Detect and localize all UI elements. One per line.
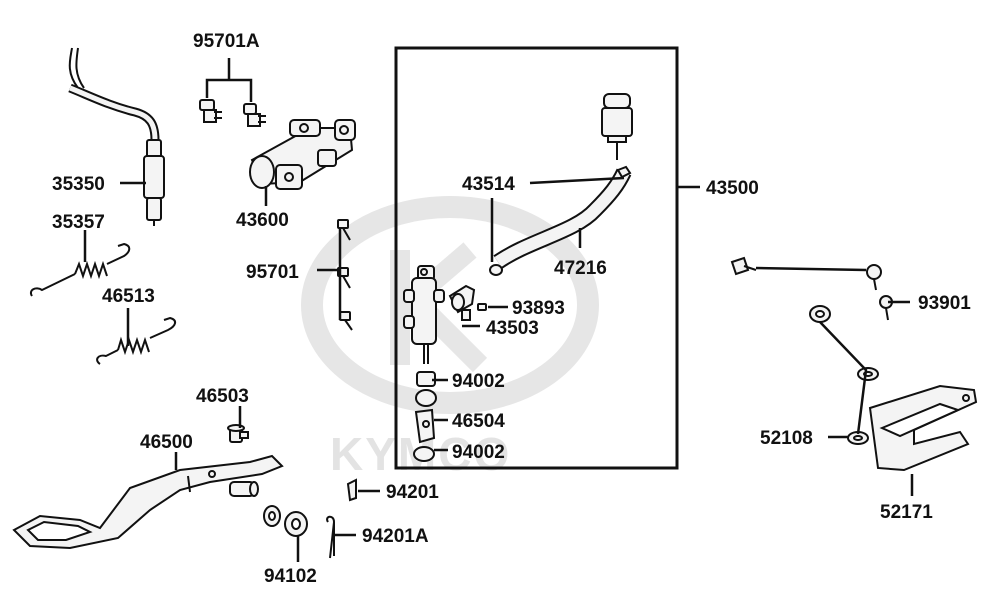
label-52171: 52171 [880,502,933,523]
label-35357: 35357 [52,212,105,233]
label-47216: 47216 [554,258,607,279]
kymco-watermark: KYMCO [301,196,599,480]
label-46500: 46500 [140,432,193,453]
part-43503-fitting [448,284,476,321]
part-93901-screws [730,256,893,321]
part-94002-nut-lower [413,446,435,462]
label-93901: 93901 [918,293,971,314]
label-43503: 43503 [486,318,539,339]
part-94201-clip [346,478,357,502]
part-reservoir [601,93,633,160]
label-46504: 46504 [452,411,505,432]
part-94102-washers [263,505,308,537]
part-46500-brake-pedal [12,454,284,550]
part-93893-screw [477,303,487,311]
label-43600: 43600 [236,210,289,231]
part-94002-nut-upper [415,371,437,407]
part-46503-pin [227,424,249,443]
label-35350: 35350 [52,174,105,195]
part-35350-brake-switch [68,47,165,226]
part-labels: 95701A 35350 43600 35357 46513 95701 465… [52,31,971,587]
label-94002-lower: 94002 [452,442,505,463]
part-95701A-bolts [199,99,266,127]
label-94102: 94102 [264,566,317,587]
part-52171-bracket [868,384,978,472]
part-95701-bolts [337,219,353,331]
label-52108: 52108 [760,428,813,449]
label-43514: 43514 [462,174,515,195]
label-95701A: 95701A [193,31,260,52]
label-94201A: 94201A [362,526,429,547]
part-43600-valve-block [249,119,356,190]
label-95701: 95701 [246,262,299,283]
part-35357-spring [30,242,131,297]
label-46513: 46513 [102,286,155,307]
label-43500: 43500 [706,178,759,199]
part-46513-spring [96,316,176,365]
label-94201: 94201 [386,482,439,503]
part-47216-hose [489,165,632,276]
part-94201A-cotter-pin [326,515,336,559]
part-52108-washers [809,305,879,445]
part-46504-clevis [414,408,436,444]
part-master-cylinder [403,265,445,364]
assembly-box-43500 [394,46,679,470]
label-94002-upper: 94002 [452,371,505,392]
leader-lines [83,58,914,562]
label-46503: 46503 [196,386,249,407]
label-93893: 93893 [512,298,565,319]
